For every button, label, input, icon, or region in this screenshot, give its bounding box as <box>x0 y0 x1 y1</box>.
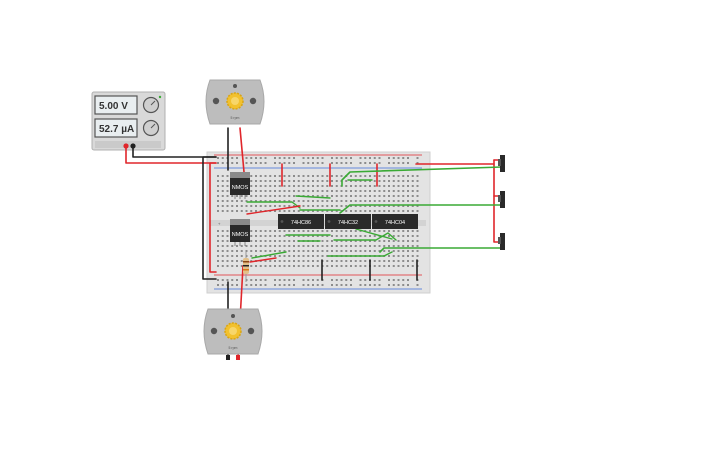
dc-motor-bottom[interactable]: 5 rpm <box>203 308 263 360</box>
wire-switch-b[interactable] <box>339 204 503 214</box>
current-display <box>94 118 138 138</box>
voltage-readout: 5.00 V <box>99 101 128 112</box>
wire-left-power-bridge[interactable] <box>209 162 217 273</box>
transistor-label: NMOS <box>232 185 249 191</box>
wire-top-motor-pos[interactable] <box>239 127 245 173</box>
nmos-transistor-top[interactable]: NMOS <box>230 172 250 199</box>
dc-motor-top[interactable]: 5 rpm <box>205 79 265 125</box>
slide-switch-3[interactable] <box>498 233 505 250</box>
slide-switch-1[interactable] <box>498 155 505 172</box>
chip-label: 74HC04 <box>385 220 405 226</box>
chip-label: 74HC86 <box>291 220 311 226</box>
chip-74hc04[interactable]: 74HC04 <box>372 214 418 229</box>
motor-label: 5 rpm <box>229 346 238 350</box>
breadboard-holes <box>217 157 419 286</box>
wire-supply-positive[interactable] <box>125 145 217 164</box>
wire-supply-ground[interactable] <box>132 145 217 158</box>
chip-label: 74HC32 <box>338 220 358 226</box>
current-readout: 52.7 µA <box>99 124 134 135</box>
row-label: + <box>218 221 221 226</box>
nmos-transistor-bottom[interactable]: NMOS <box>230 219 250 246</box>
wire-switch-c[interactable] <box>379 247 503 253</box>
transistor-label: NMOS <box>232 232 249 238</box>
wire-switch-a[interactable] <box>341 166 503 187</box>
resistor[interactable] <box>243 252 249 282</box>
slide-switch-2[interactable] <box>498 191 505 208</box>
indicator-led <box>158 95 162 99</box>
ic-chips: 74HC86 74HC32 74HC04 <box>278 214 418 229</box>
chip-74hc32[interactable]: 74HC32 <box>325 214 371 229</box>
chip-74hc86[interactable]: 74HC86 <box>278 214 324 229</box>
wire-left-ground-bridge[interactable] <box>202 156 217 280</box>
power-supply[interactable]: 5.00 V 52.7 µA <box>91 91 166 151</box>
motor-label: 5 rpm <box>231 116 240 120</box>
voltage-display <box>94 95 138 115</box>
